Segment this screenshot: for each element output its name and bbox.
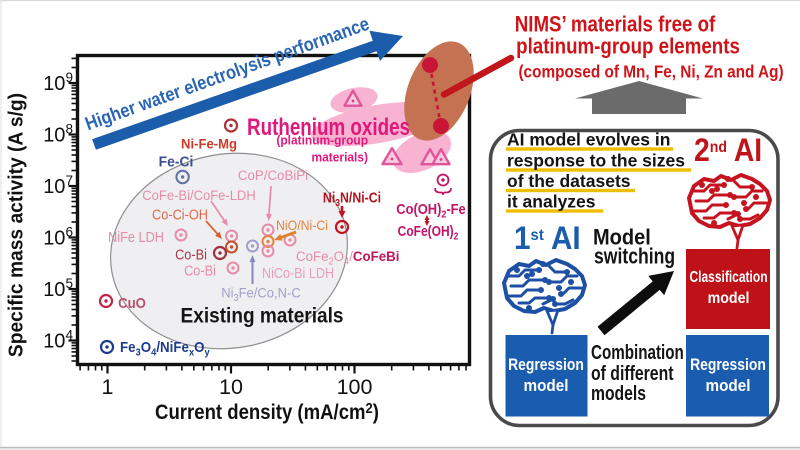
svg-text:it analyzes: it analyzes [507, 192, 596, 212]
svg-text:models: models [591, 382, 646, 404]
svg-text:model: model [708, 289, 750, 307]
svg-text:1: 1 [102, 375, 114, 399]
svg-text:Existing materials: Existing materials [181, 305, 344, 328]
svg-text:model: model [705, 376, 750, 395]
svg-text:CuO: CuO [118, 294, 146, 311]
svg-text:Ni3​N/Ni-Ci: Ni3​N/Ni-Ci [323, 190, 381, 209]
svg-text:of the datasets: of the datasets [507, 171, 631, 191]
svg-text:Specific mass activity (A s/g): Specific mass activity (A s/g) [5, 93, 27, 357]
svg-text:Fe3​O4​/NiFex​Oy​: Fe3​O4​/NiFex​Oy​ [120, 338, 210, 358]
svg-text:NiCo-Bi LDH: NiCo-Bi LDH [262, 264, 334, 281]
svg-text:AI model evolves in: AI model evolves in [507, 130, 670, 150]
svg-text:Ni-Fe-Mg: Ni-Fe-Mg [181, 136, 237, 151]
svg-text:Regression: Regression [690, 356, 766, 375]
svg-text:model: model [523, 376, 568, 395]
svg-text:104: 104 [43, 328, 73, 353]
svg-text:Co-Bi: Co-Bi [184, 261, 216, 278]
svg-text:(composed of Mn, Fe, Ni, Zn an: (composed of Mn, Fe, Ni, Zn and Ag) [518, 63, 783, 82]
svg-text:Co-Bi: Co-Bi [175, 245, 207, 262]
svg-text:of different: of different [591, 362, 673, 384]
svg-text:Ni3​Fe/Co,N-C: Ni3​Fe/Co,N-C [221, 285, 301, 304]
svg-text:Model: Model [593, 226, 651, 250]
svg-text:Fe-Ci: Fe-Ci [159, 154, 194, 171]
svg-text:NiO/Ni-Ci: NiO/Ni-Ci [276, 217, 328, 233]
svg-text:105: 105 [43, 276, 73, 301]
svg-text:CoFe-Bi/CoFe-LDH: CoFe-Bi/CoFe-LDH [142, 188, 255, 204]
svg-text:2nd AI: 2nd AI [694, 133, 762, 168]
svg-text:CoP/CoBiPi: CoP/CoBiPi [238, 168, 308, 183]
svg-text:CoFe2​O4​/CoFeBi: CoFe2​O4​/CoFeBi [296, 249, 399, 268]
svg-text:Combination: Combination [591, 341, 684, 364]
svg-text:10: 10 [219, 375, 243, 399]
svg-text:response to the sizes: response to the sizes [507, 151, 685, 171]
svg-text:Co-Ci-OH: Co-Ci-OH [152, 205, 208, 222]
svg-text:CoFe(OH)2​: CoFe(OH)2​ [398, 223, 459, 243]
svg-text:(platinum-group: (platinum-group [276, 133, 368, 148]
svg-text:Current density (mA/cm2​): Current density (mA/cm2​) [155, 399, 379, 424]
svg-text:Regression: Regression [508, 356, 584, 375]
svg-text:switching: switching [594, 245, 675, 269]
svg-text:NIMS’ materials free of: NIMS’ materials free of [515, 13, 716, 37]
svg-text:Classification: Classification [689, 267, 767, 285]
svg-text:Ruthenium oxides: Ruthenium oxides [247, 113, 410, 141]
svg-text:NiFe LDH: NiFe LDH [108, 228, 164, 245]
svg-text:platinum-group elements: platinum-group elements [516, 35, 740, 59]
svg-text:100: 100 [337, 375, 373, 399]
svg-text:Co(OH)2​-Fe: Co(OH)2​-Fe [396, 200, 466, 221]
svg-text:1st AI: 1st AI [514, 220, 581, 256]
svg-text:materials): materials) [312, 150, 368, 165]
